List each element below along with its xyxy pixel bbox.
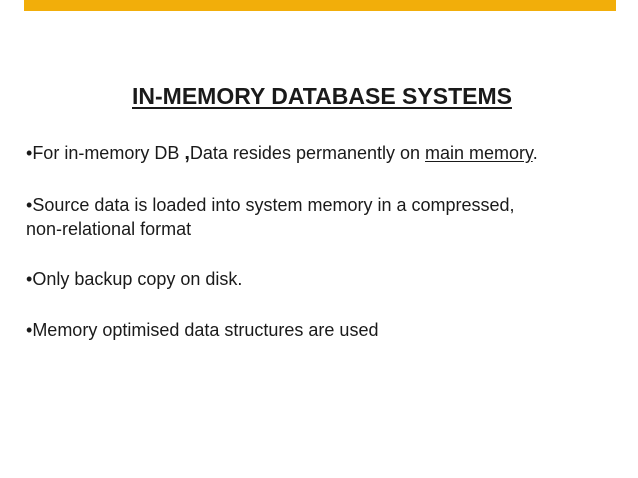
bullet-backup-copy: •Only backup copy on disk. bbox=[26, 267, 242, 291]
bullet-marker: • bbox=[26, 195, 33, 215]
bullet-text: Only backup copy on disk. bbox=[32, 269, 243, 289]
main-memory-link[interactable]: main memory bbox=[425, 143, 533, 163]
bullet-marker: • bbox=[26, 320, 33, 340]
bullet-text-line1: Source data is loaded into system memory… bbox=[32, 195, 515, 215]
bullet-marker: • bbox=[26, 269, 33, 289]
bullet-text: Memory optimised data structures are use… bbox=[32, 320, 379, 340]
bold-comma: , bbox=[184, 142, 190, 164]
bullet-memory-optimised: •Memory optimised data structures are us… bbox=[26, 318, 378, 342]
bullet-period: . bbox=[532, 143, 538, 163]
slide-title: IN-MEMORY DATABASE SYSTEMS bbox=[132, 83, 512, 109]
bullet-in-memory-db: •For in-memory DB ,Data resides permanen… bbox=[26, 141, 538, 165]
bullet-text-continued: Data resides permanently on bbox=[189, 143, 426, 163]
bullet-text: For in-memory DB bbox=[32, 143, 185, 163]
top-accent-bar bbox=[24, 0, 616, 11]
bullet-text-line2: non-relational format bbox=[26, 219, 192, 239]
bullet-marker: • bbox=[26, 143, 33, 163]
bullet-source-data: •Source data is loaded into system memor… bbox=[26, 193, 515, 241]
